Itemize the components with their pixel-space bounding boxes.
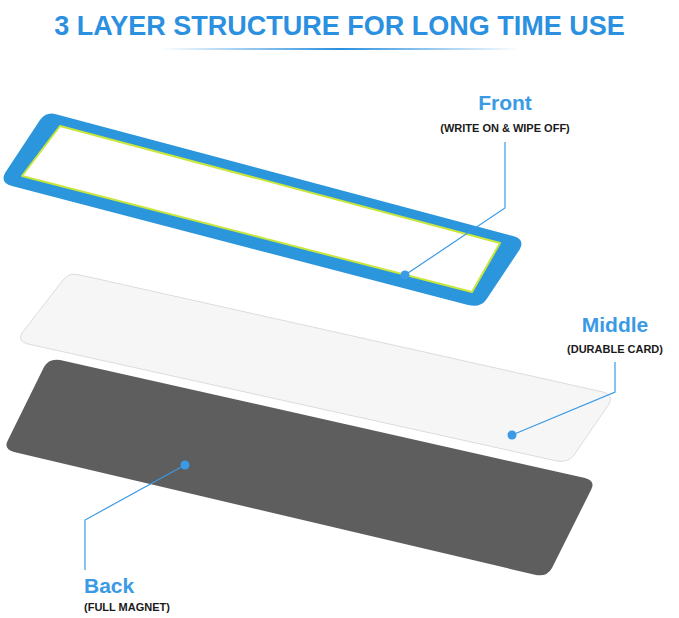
leader-dot bbox=[401, 271, 410, 280]
leader-line bbox=[405, 142, 505, 275]
layer-note: (WRITE ON & WIPE OFF) bbox=[440, 122, 570, 134]
leader-line bbox=[512, 362, 615, 435]
layer-name: Back bbox=[84, 574, 134, 598]
whiteboard-frame bbox=[4, 114, 522, 306]
layer-name: Front bbox=[478, 91, 532, 115]
leader-line bbox=[85, 465, 185, 570]
diagram-title: 3 LAYER STRUCTURE FOR LONG TIME USE bbox=[54, 11, 625, 42]
layer-note: (DURABLE CARD) bbox=[567, 343, 663, 355]
title-underline bbox=[160, 48, 520, 50]
card-layer bbox=[20, 274, 610, 461]
layer-name: Middle bbox=[582, 313, 649, 337]
leader-dot bbox=[181, 461, 190, 470]
whiteboard-surface bbox=[22, 126, 500, 292]
layer-note: (FULL MAGNET) bbox=[84, 601, 170, 613]
leader-dot bbox=[508, 431, 517, 440]
